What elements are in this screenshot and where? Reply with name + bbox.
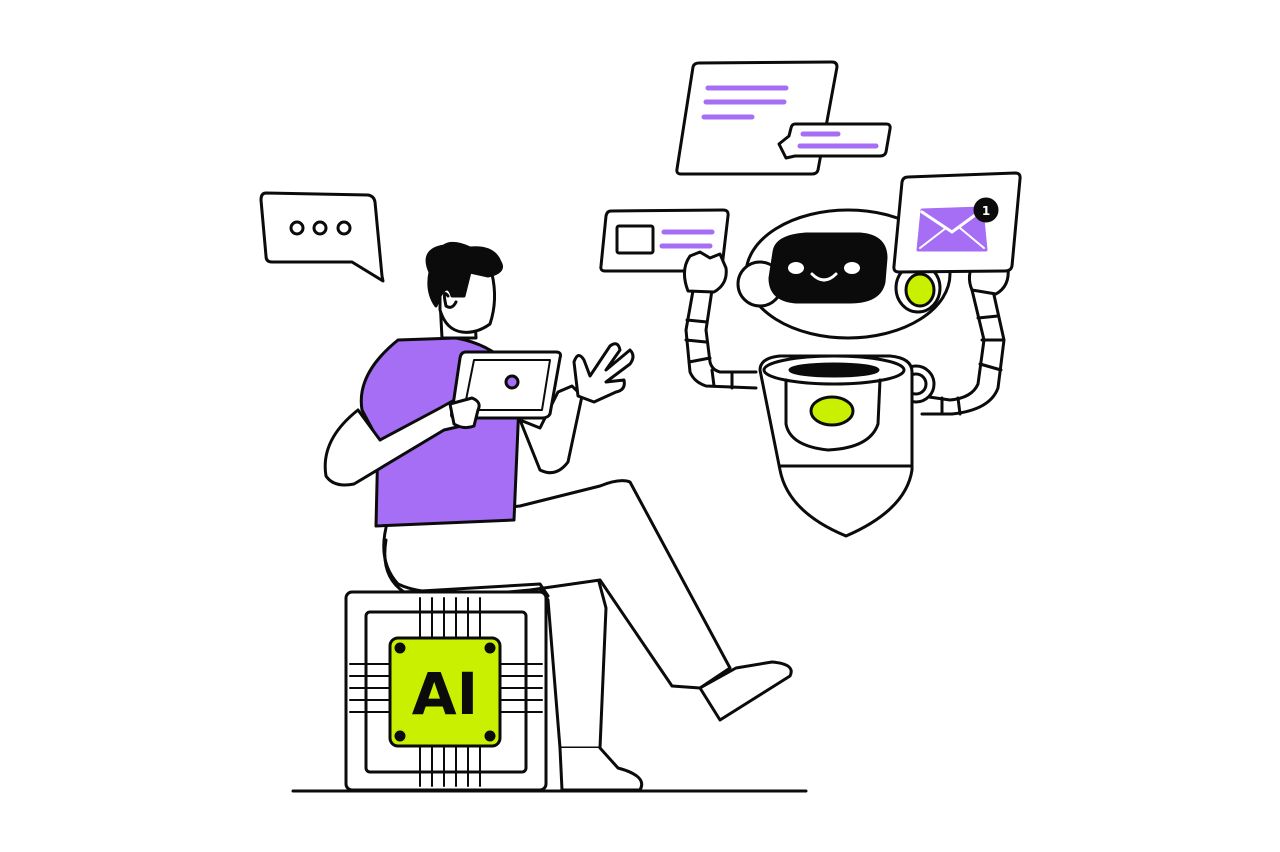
email-card-icon: 1 xyxy=(892,171,1022,274)
robot-icon xyxy=(683,208,1010,538)
notification-badge: 1 xyxy=(973,197,999,223)
reply-bubble-icon xyxy=(777,122,892,160)
ai-chip-icon: AI xyxy=(344,590,548,792)
tablet-icon xyxy=(448,350,562,430)
envelope-icon xyxy=(916,206,988,252)
chip-label: AI xyxy=(412,660,478,728)
badge-count: 1 xyxy=(982,204,990,218)
chat-bubble-ellipsis-icon xyxy=(259,191,385,283)
